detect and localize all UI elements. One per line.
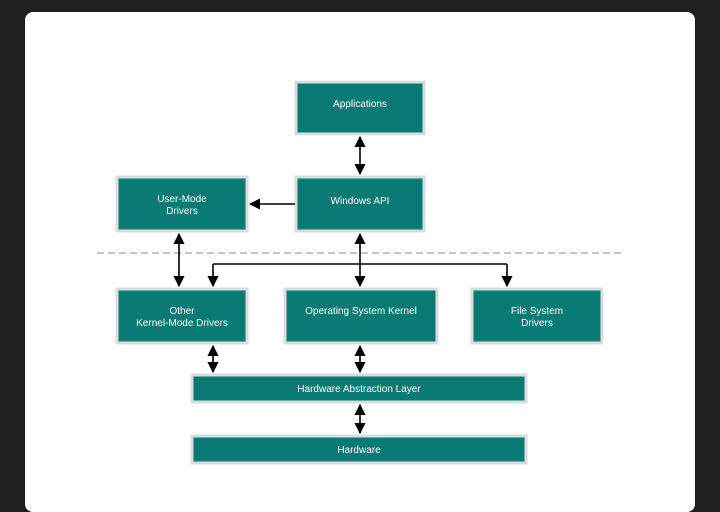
os-kernel-box: Operating System Kernel: [283, 287, 439, 345]
applications-box: Applications: [294, 80, 426, 136]
user-mode-drivers-label-line2: Drivers: [166, 206, 198, 217]
hardware-label: Hardware: [337, 445, 381, 456]
fs-drivers-label-line2: Drivers: [521, 318, 553, 329]
hardware-box: Hardware: [190, 434, 528, 465]
hal-box: Hardware Abstraction Layer: [190, 373, 528, 404]
os-kernel-label: Operating System Kernel: [305, 306, 417, 317]
hal-label: Hardware Abstraction Layer: [297, 384, 421, 395]
other-kernel-drivers-label-line1: Other: [169, 306, 195, 317]
user-mode-drivers-label-line1: User-Mode: [157, 194, 207, 205]
other-kernel-drivers-box: Other Kernel-Mode Drivers: [115, 287, 249, 345]
fs-drivers-label-line1: File System: [511, 306, 563, 317]
applications-label: Applications: [333, 99, 387, 110]
user-mode-drivers-box: User-Mode Drivers: [115, 175, 249, 233]
fs-drivers-box: File System Drivers: [470, 287, 604, 345]
windows-api-box: Windows API: [294, 175, 426, 233]
other-kernel-drivers-label-line2: Kernel-Mode Drivers: [136, 318, 228, 329]
windows-api-label: Windows API: [331, 196, 390, 207]
